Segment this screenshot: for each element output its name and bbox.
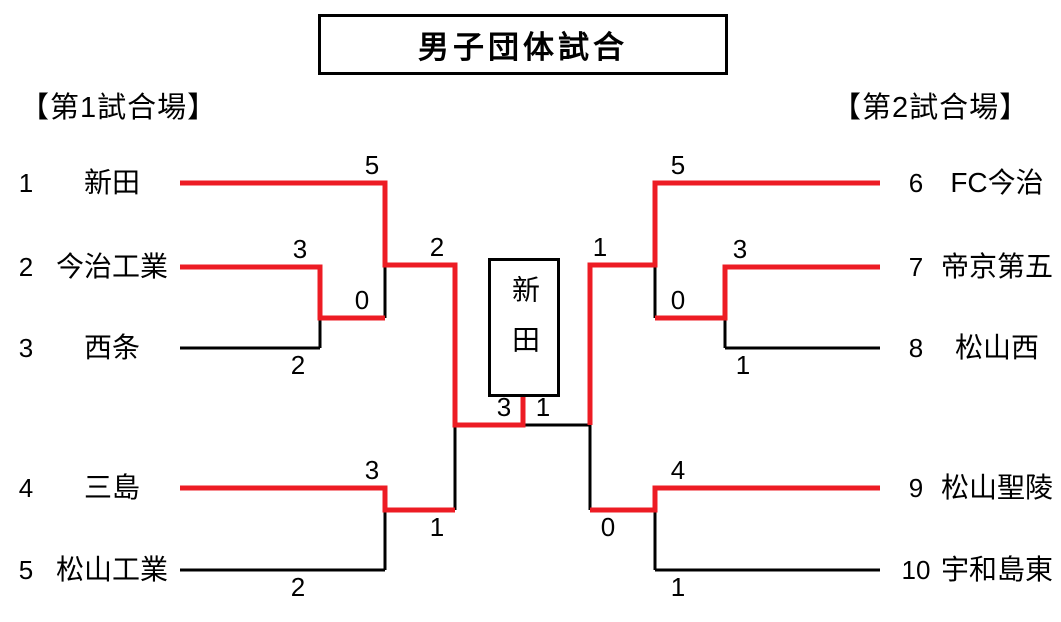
score-label: 2 — [290, 350, 306, 380]
team-name: FC今治 — [950, 167, 1044, 198]
team-name: 西条 — [83, 332, 140, 363]
score-label: 5 — [670, 150, 686, 180]
team-seed: 4 — [18, 473, 34, 503]
score-label: 3 — [732, 234, 748, 264]
score-label: 2 — [429, 232, 445, 262]
score-label: 2 — [290, 572, 306, 602]
score-label: 3 — [292, 234, 308, 264]
score-label: 0 — [670, 285, 686, 315]
score-label: 0 — [600, 512, 616, 542]
team-name: 三島 — [83, 472, 140, 503]
winner-path-imabari-kogyo — [180, 264, 385, 321]
team-seed: 2 — [18, 252, 34, 282]
team-seed: 8 — [908, 333, 924, 363]
winner-path-matsuyama-seiryo — [590, 485, 880, 513]
team-seed: 1 — [18, 168, 34, 198]
venue-right-label: 【第2試合場】 — [832, 92, 1030, 124]
final-score-right: 1 — [535, 392, 551, 422]
winner-path-nitta — [180, 180, 526, 428]
title-box: 男子団体試合 — [318, 14, 728, 75]
score-label: 1 — [429, 512, 445, 542]
team-name: 松山西 — [954, 332, 1039, 363]
team-seed: 3 — [18, 333, 34, 363]
team-name: 松山工業 — [55, 554, 168, 585]
score-label: 3 — [364, 455, 380, 485]
champion-name: 新田 — [509, 275, 540, 375]
score-label: 4 — [670, 455, 686, 485]
team-name: 宇和島東 — [940, 554, 1053, 585]
team-seed: 5 — [18, 555, 34, 585]
team-name: 今治工業 — [55, 251, 168, 282]
team-name: 松山聖陵 — [940, 472, 1053, 503]
team-name: 新田 — [83, 167, 140, 198]
winner-path-teikyo-daigo — [655, 264, 880, 321]
final-score-left: 3 — [496, 392, 512, 422]
winner-path-mishima — [180, 485, 455, 513]
team-name: 帝京第五 — [940, 251, 1053, 282]
team-seed: 7 — [908, 252, 924, 282]
page-title: 男子団体試合 — [418, 30, 628, 65]
team-seed: 6 — [908, 168, 924, 198]
team-seed: 9 — [908, 473, 924, 503]
venue-left-label: 【第1試合場】 — [20, 92, 218, 124]
score-label: 5 — [364, 150, 380, 180]
score-label: 1 — [735, 350, 751, 380]
score-label: 1 — [592, 232, 608, 262]
score-label: 1 — [670, 572, 686, 602]
winner-path-fc-imabari — [587, 180, 880, 425]
score-label: 0 — [354, 285, 370, 315]
champion-box: 新田 — [488, 258, 560, 397]
team-seed: 10 — [901, 555, 931, 585]
